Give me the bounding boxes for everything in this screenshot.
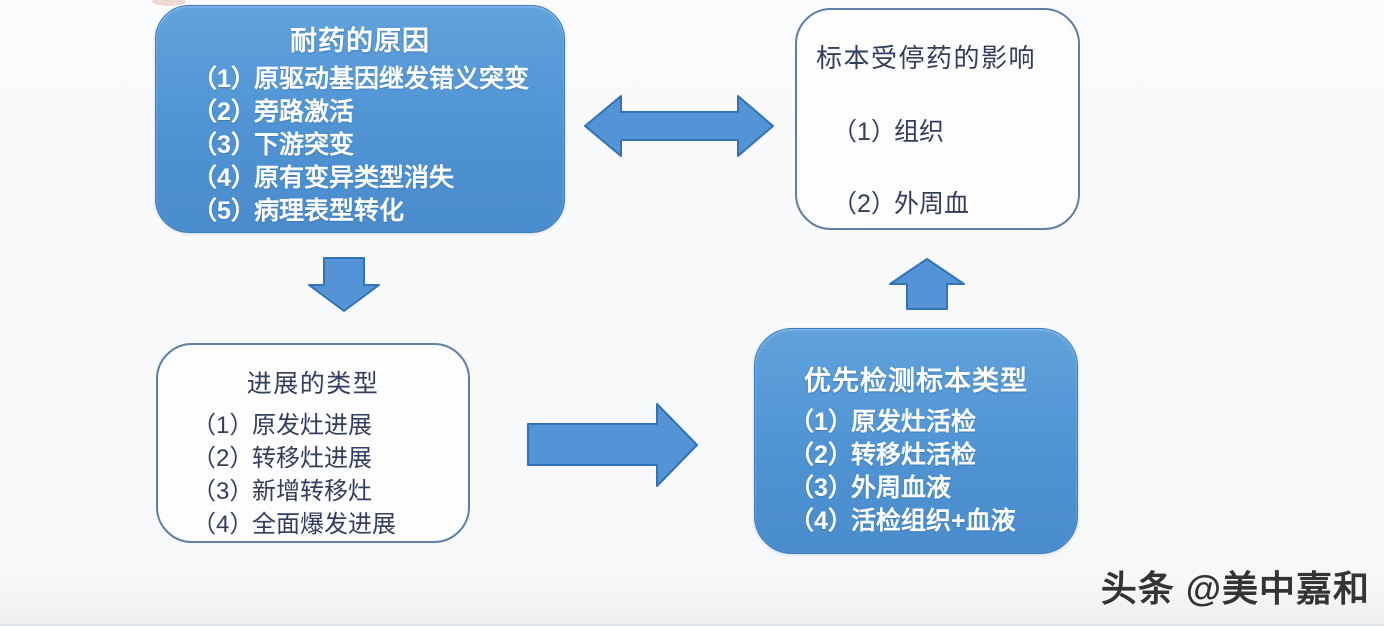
item-text: 转移灶活检 bbox=[851, 441, 977, 469]
item-text: 外周血 bbox=[894, 190, 970, 218]
list-item: （3） 下游突变 bbox=[192, 129, 564, 162]
box-progression-types: 进展的类型 （1） 原发灶进展 （2） 转移灶进展 （3） 新增转移灶 （4） … bbox=[156, 343, 470, 543]
item-number: （1） bbox=[192, 65, 256, 93]
item-list: （1） 组织 （2） 外周血 bbox=[816, 112, 1078, 220]
box-title: 耐药的原因 bbox=[290, 26, 430, 56]
double-horizontal-arrow-icon bbox=[583, 91, 775, 161]
up-arrow-icon bbox=[888, 257, 966, 311]
right-arrow-icon bbox=[527, 402, 699, 488]
list-item: （3） 新增转移灶 bbox=[192, 475, 468, 508]
item-text: 组织 bbox=[894, 118, 945, 146]
item-number: （5） bbox=[192, 197, 256, 225]
down-arrow-icon bbox=[307, 257, 381, 313]
item-number: （3） bbox=[192, 478, 254, 505]
box-title: 标本受停药的影响 bbox=[816, 43, 1037, 73]
item-number: （2） bbox=[192, 445, 254, 472]
item-text: 活检组织+血液 bbox=[851, 507, 1016, 535]
item-text: 外周血液 bbox=[851, 474, 952, 502]
list-item: （1） 原驱动基因继发错义突变 bbox=[192, 63, 564, 96]
list-item: （2） 转移灶进展 bbox=[192, 442, 468, 475]
item-text: 原驱动基因继发错义突变 bbox=[254, 65, 530, 93]
item-text: 病理表型转化 bbox=[254, 197, 405, 225]
item-number: （4） bbox=[192, 511, 254, 538]
list-item: （2） 外周血 bbox=[832, 184, 1078, 220]
photo-edge-artifact bbox=[152, 0, 186, 6]
item-number: （2） bbox=[192, 98, 256, 126]
box-specimen-withdrawal-effect: 标本受停药的影响 （1） 组织 （2） 外周血 bbox=[795, 8, 1080, 230]
item-text: 旁路激活 bbox=[254, 98, 355, 126]
item-list: （1） 原发灶进展 （2） 转移灶进展 （3） 新增转移灶 （4） 全面爆发进展 bbox=[158, 409, 468, 541]
list-item: （4） 原有变异类型消失 bbox=[192, 162, 564, 195]
list-item: （4） 全面爆发进展 bbox=[192, 508, 468, 541]
item-text: 全面爆发进展 bbox=[252, 511, 396, 538]
list-item: （1） 原发灶进展 bbox=[192, 409, 468, 442]
item-number: （3） bbox=[192, 131, 256, 159]
item-number: （3） bbox=[789, 474, 853, 502]
item-text: 原发灶进展 bbox=[252, 412, 372, 439]
box-title: 优先检测标本类型 bbox=[804, 366, 1028, 396]
item-number: （2） bbox=[832, 190, 896, 218]
list-item: （1） 组织 bbox=[832, 112, 1078, 148]
watermark-text: 头条 @美中嘉和 bbox=[1100, 568, 1370, 609]
item-text: 下游突变 bbox=[254, 131, 355, 159]
item-list: （1） 原发灶活检 （2） 转移灶活检 （3） 外周血液 （4） 活检组织+血液 bbox=[755, 406, 1077, 538]
list-item: （3） 外周血液 bbox=[789, 472, 1077, 505]
item-number: （2） bbox=[789, 441, 853, 469]
item-list: （1） 原驱动基因继发错义突变 （2） 旁路激活 （3） 下游突变 （4） 原有… bbox=[156, 63, 564, 228]
item-number: （4） bbox=[192, 164, 256, 192]
item-number: （1） bbox=[832, 118, 896, 146]
list-item: （2） 旁路激活 bbox=[192, 96, 564, 129]
item-text: 原有变异类型消失 bbox=[254, 164, 455, 192]
item-number: （1） bbox=[192, 412, 254, 439]
box-drug-resistance-causes: 耐药的原因 （1） 原驱动基因继发错义突变 （2） 旁路激活 （3） 下游突变 … bbox=[155, 5, 565, 233]
box-title: 进展的类型 bbox=[246, 370, 380, 398]
item-text: 原发灶活检 bbox=[851, 408, 977, 436]
item-text: 新增转移灶 bbox=[252, 478, 372, 505]
list-item: （2） 转移灶活检 bbox=[789, 439, 1077, 472]
list-item: （4） 活检组织+血液 bbox=[789, 505, 1077, 538]
item-text: 转移灶进展 bbox=[252, 445, 372, 472]
item-number: （1） bbox=[789, 408, 853, 436]
list-item: （5） 病理表型转化 bbox=[192, 195, 564, 228]
box-preferred-specimen-types: 优先检测标本类型 （1） 原发灶活检 （2） 转移灶活检 （3） 外周血液 （4… bbox=[754, 328, 1078, 554]
item-number: （4） bbox=[789, 507, 853, 535]
list-item: （1） 原发灶活检 bbox=[789, 406, 1077, 439]
